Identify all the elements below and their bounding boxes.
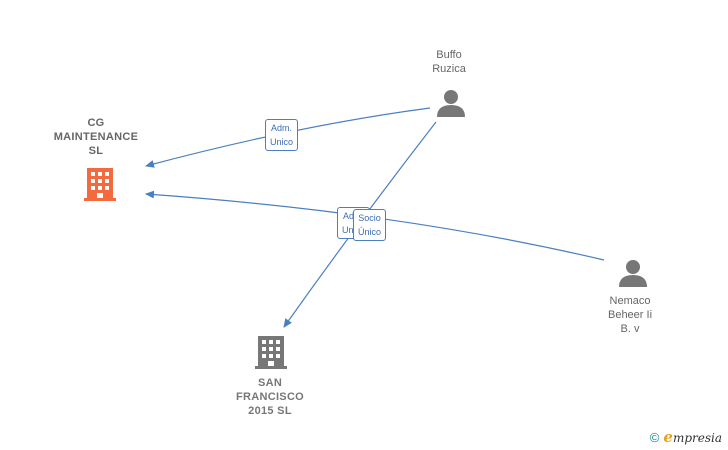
company-name-line: MAINTENANCE	[53, 131, 139, 143]
copyright-symbol: ©	[649, 429, 660, 445]
building-icon[interactable]	[84, 166, 116, 202]
person-icon[interactable]	[436, 88, 466, 118]
edge-label-line: Único	[358, 227, 382, 237]
person-name-nemaco[interactable]: Nemaco Beheer Ii B. v	[590, 294, 670, 336]
brand-logo-text: mpresia	[672, 431, 722, 445]
company-name-line: SL	[88, 145, 104, 157]
company-name-line: 2015 SL	[248, 405, 292, 417]
edge-label-adm-unico[interactable]: Adm. Unico	[265, 119, 299, 151]
person-icon[interactable]	[618, 258, 648, 288]
building-icon[interactable]	[255, 334, 287, 370]
edge-label-socio-unico[interactable]: Socio Único	[353, 209, 387, 241]
brand-logo-e: e	[663, 428, 673, 446]
edge-nemaco-to-cg	[145, 190, 605, 261]
footer-branding: © empresia	[650, 428, 722, 446]
company-name-san-francisco[interactable]: SAN FRANCISCO 2015 SL	[220, 376, 320, 418]
person-name-line: B. v	[620, 323, 640, 335]
brand-logo[interactable]: empresia	[663, 428, 722, 446]
person-name-line: Beheer Ii	[607, 309, 653, 321]
company-name-cg-maintenance[interactable]: CG MAINTENANCE SL	[46, 116, 146, 158]
person-name-buffo-ruzica[interactable]: Buffo Ruzica	[409, 48, 489, 76]
edge-label-line: Socio	[358, 213, 381, 223]
edge-label-line: Unico	[270, 137, 294, 147]
person-name-line: Nemaco	[609, 295, 651, 307]
person-name-line: Buffo	[436, 49, 462, 61]
company-name-line: SAN	[257, 377, 283, 389]
person-name-line: Ruzica	[432, 63, 466, 75]
company-name-line: CG	[87, 117, 105, 129]
company-name-line: FRANCISCO	[235, 391, 305, 403]
edge-label-line: Adm.	[271, 123, 293, 133]
